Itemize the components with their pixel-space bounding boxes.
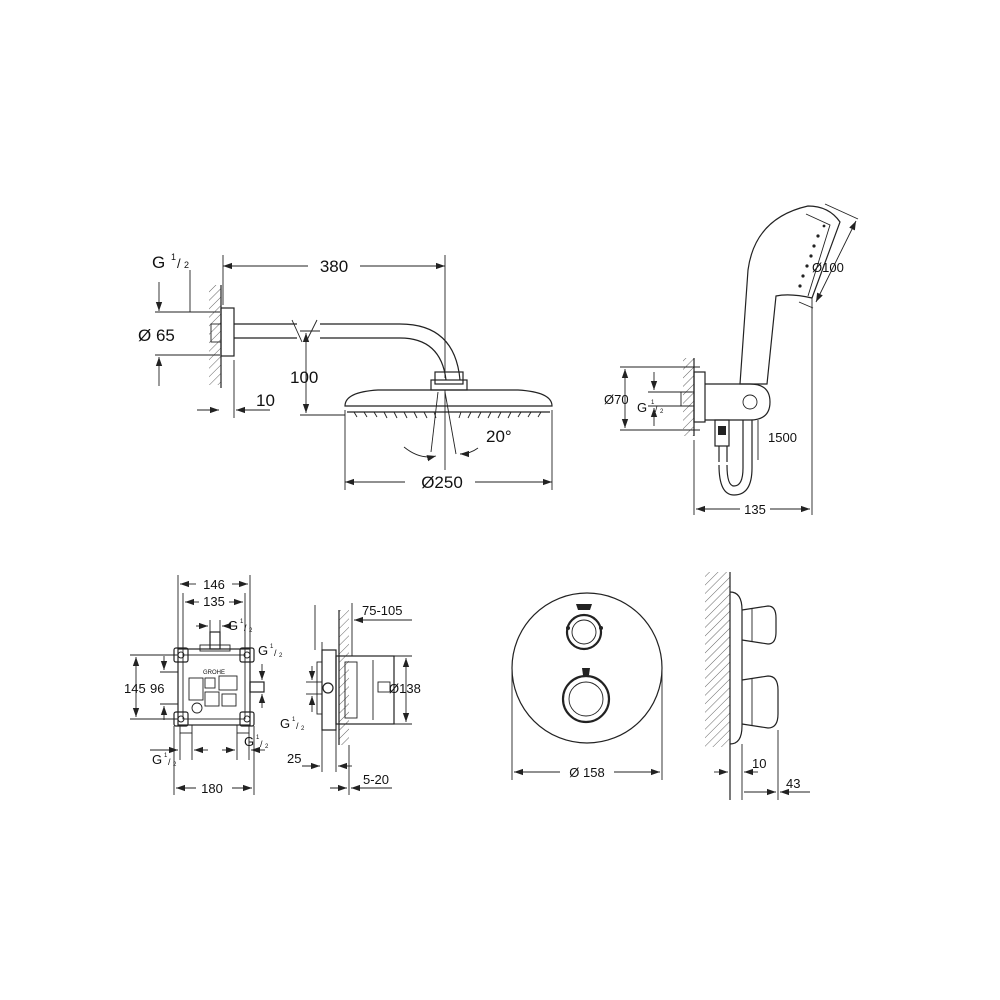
svg-text:/: / [296,721,299,731]
dim-5-20: 5-20 [363,772,389,787]
safety-stop-mark [576,604,592,610]
svg-text:/: / [168,757,171,767]
nozzles [353,411,542,419]
thread-den-5: 2 [173,762,177,768]
thread-num-6: 1 [256,735,260,741]
thread-num-7: 1 [292,717,296,723]
wall-hatch-4 [705,572,730,747]
head-shower-plate [344,389,553,407]
dim-dia-158: Ø 158 [569,765,604,780]
wall-hatch-2 [683,358,694,436]
dim-dia-100: Ø100 [812,260,844,275]
dim-hose-1500: 1500 [768,430,797,445]
brand-label: GROHE [203,670,225,676]
shower-joint [430,379,468,391]
label-g-right: G [258,643,268,658]
label-g-top: G [228,618,238,633]
thread-den-2: 2 [660,409,664,415]
svg-text:/: / [274,648,277,658]
dim-75-105: 75-105 [362,603,402,618]
svg-text:/: / [260,739,263,749]
thermostat-trim-side: 10 43 [705,572,810,800]
dim-380: 380 [320,257,348,276]
thread-den-3: 2 [249,628,253,634]
thread-den-4: 2 [279,653,283,659]
trim-plate-side [729,591,743,745]
svg-text:/: / [244,623,247,633]
label-g-thread-2: G [637,400,647,415]
label-g-bottom-right: G [244,734,254,749]
hand-shower-drawing: Ø100 Ø70 G 1 / 2 1500 135 [604,203,859,517]
dim-145: 145 [124,681,146,696]
svg-text:/: / [655,404,658,414]
hose [718,420,753,496]
dim-43: 43 [786,776,800,791]
dim-180: 180 [201,781,223,796]
dim-dia-70: Ø70 [604,392,629,407]
hand-shower-nozzles [798,224,826,288]
thread-den: 2 [184,260,189,270]
thread-num-5: 1 [164,753,168,759]
dim-10: 10 [256,391,275,410]
dim-dia-138: Ø138 [389,681,421,696]
temperature-handle [565,613,603,651]
head-shower-drawing: 380 G 1 / 2 Ø 65 10 100 20° Ø250 [138,252,553,492]
thread-num-2: 1 [651,400,655,406]
dim-146: 146 [203,577,225,592]
dim-dia-65: Ø 65 [138,326,175,345]
dim-96: 96 [150,681,164,696]
hand-shower-head [739,205,841,385]
thread-num: 1 [171,252,176,262]
wall-hatch [209,285,221,385]
dim-dia-250: Ø250 [421,473,463,492]
thread-den-7: 2 [301,726,305,732]
dim-10-trim: 10 [752,756,766,771]
shower-holder [705,383,771,421]
mounting-box-front: GROHE 146 135 G 1 / 2 G 1 / 2 [124,575,283,796]
dim-25: 25 [287,751,301,766]
wall-flange [220,307,235,357]
hose-connector [714,419,730,447]
thread-den-6: 2 [265,744,269,750]
flow-handle-side [741,675,779,729]
mounting-box-side: 75-105 Ø138 G 1 / 2 25 5-20 [280,603,421,795]
label-g-thread: G [152,253,165,272]
box-body-side [335,655,395,725]
dim-135: 135 [744,502,766,517]
flow-handle [561,674,611,724]
temperature-handle-side [741,605,777,645]
thermostat-trim-front: Ø 158 [511,592,663,780]
thread-num-4: 1 [270,644,274,650]
label-g-bottom-left: G [152,752,162,767]
svg-text:/: / [177,256,181,271]
dim-angle-20: 20° [486,427,512,446]
thread-num-3: 1 [240,619,244,625]
dim-135-box: 135 [203,594,225,609]
dim-100: 100 [290,368,318,387]
label-g-left: G [280,716,290,731]
wall-hatch-3 [339,610,349,745]
